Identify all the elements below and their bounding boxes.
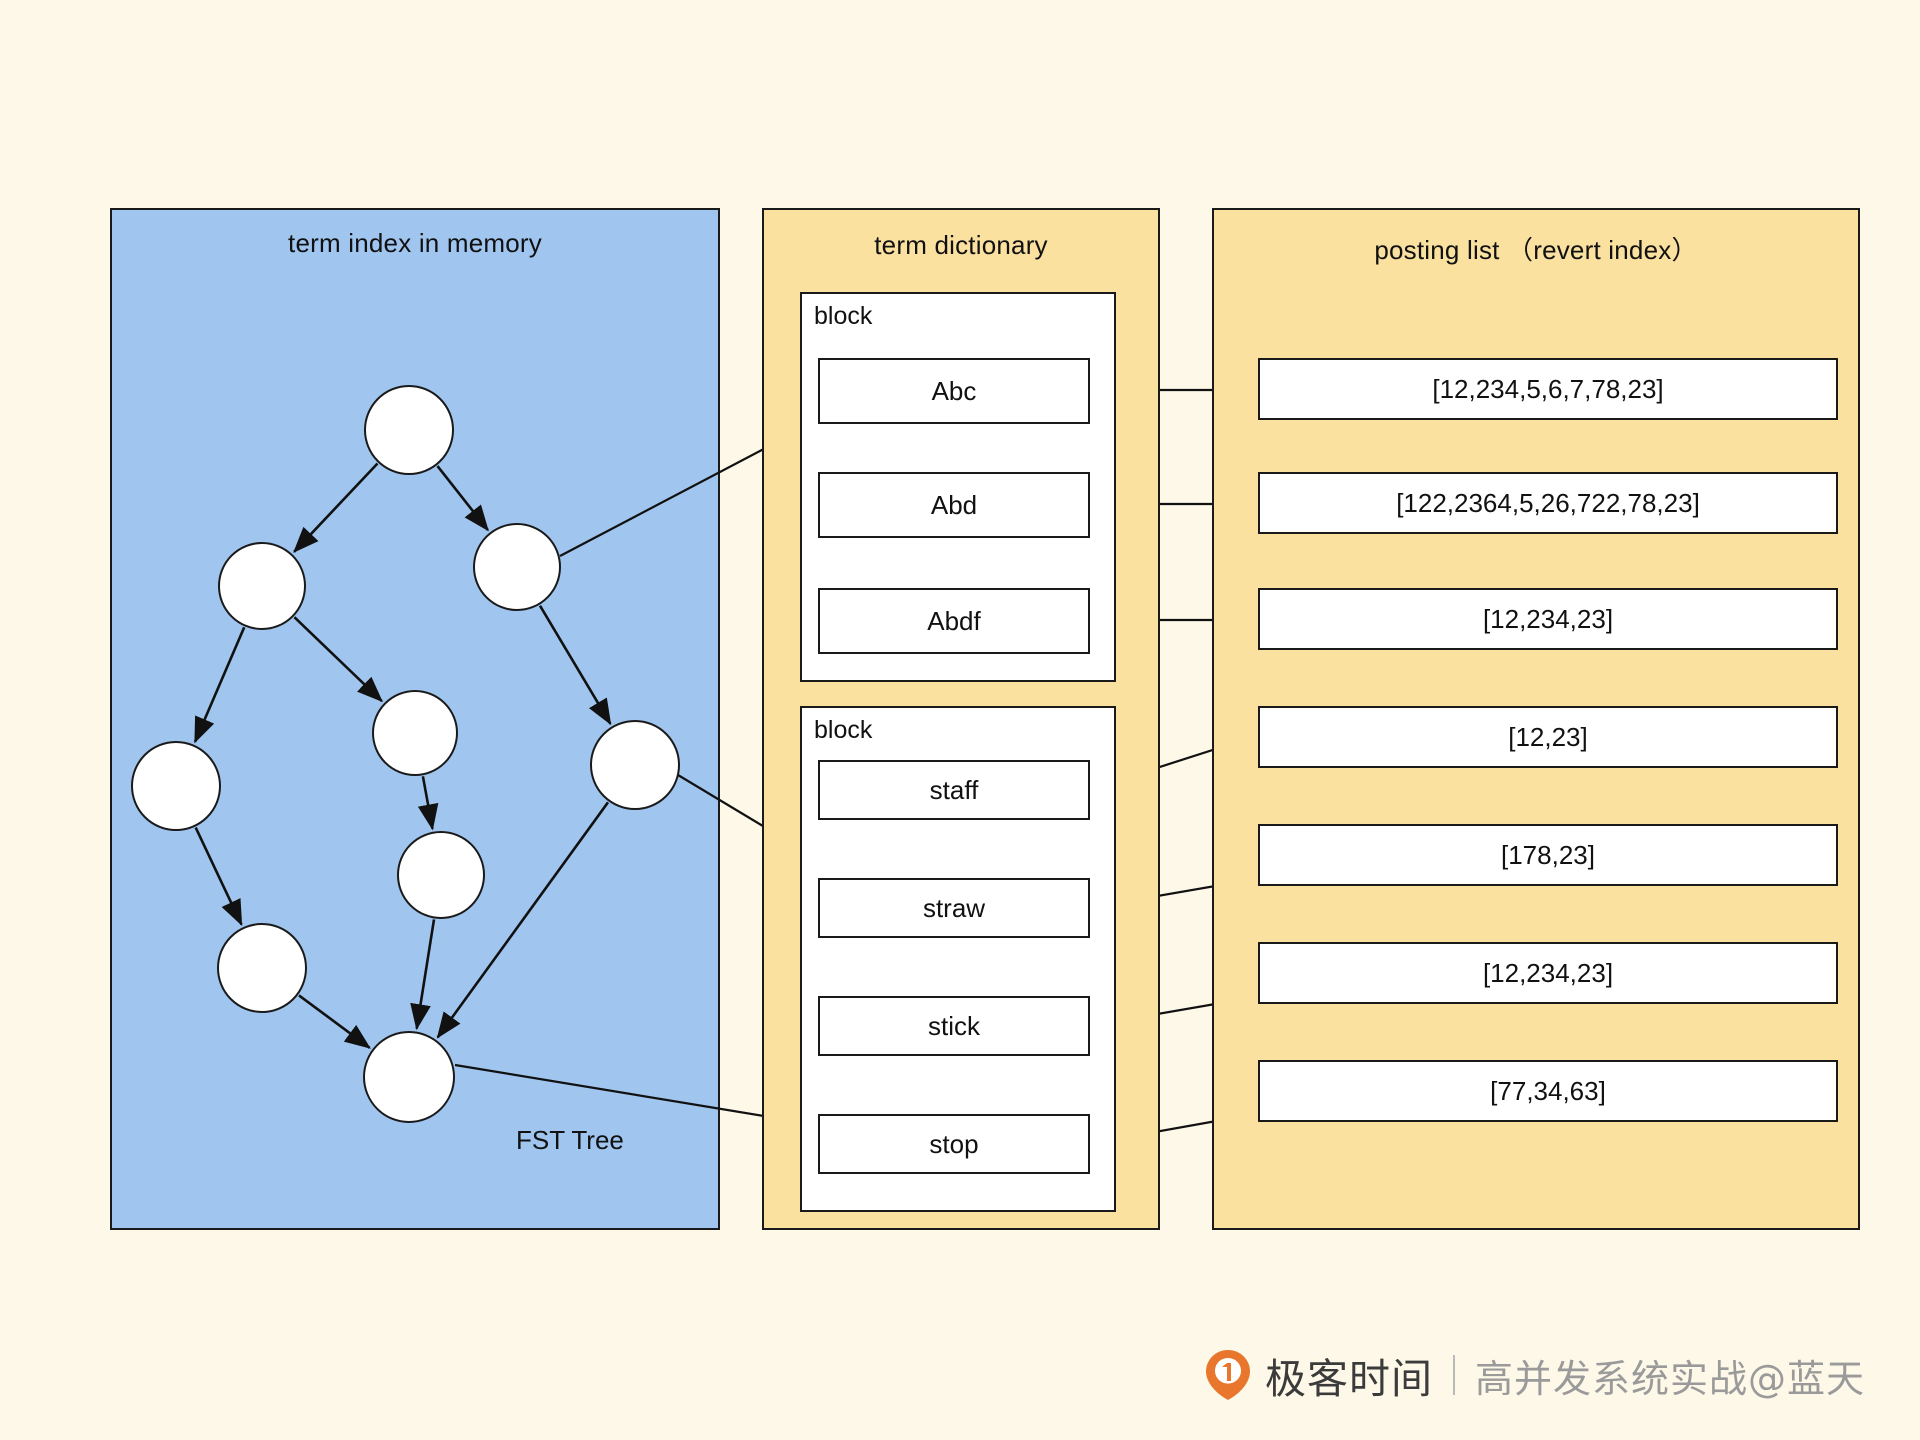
fst-node [397, 831, 485, 919]
watermark: 极客时间 高并发系统实战@蓝天 [1205, 1345, 1865, 1405]
panel-posting-list-title: posting list （revert index） [1374, 235, 1698, 265]
watermark-brand: 极客时间 [1265, 1355, 1433, 1403]
term-entry-abdf[interactable]: Abdf [818, 588, 1090, 654]
fst-node [218, 542, 306, 630]
posting-list-row[interactable]: [178,23] [1258, 824, 1838, 886]
panel-term-index-title: term index in memory [288, 228, 542, 258]
posting-list-row[interactable]: [12,234,5,6,7,78,23] [1258, 358, 1838, 420]
fst-node [363, 1031, 455, 1123]
posting-list-row[interactable]: [122,2364,5,26,722,78,23] [1258, 472, 1838, 534]
term-entry-stick[interactable]: stick [818, 996, 1090, 1056]
watermark-subtitle: 高并发系统实战@蓝天 [1475, 1356, 1866, 1401]
term-entry-straw[interactable]: straw [818, 878, 1090, 938]
fst-node [364, 385, 454, 475]
fst-node [473, 523, 561, 611]
posting-list-row[interactable]: [12,234,23] [1258, 942, 1838, 1004]
term-entry-stop[interactable]: stop [818, 1114, 1090, 1174]
block-label: block [814, 716, 873, 744]
block-label: block [814, 302, 873, 330]
term-entry-abc[interactable]: Abc [818, 358, 1090, 424]
posting-list-row[interactable]: [12,23] [1258, 706, 1838, 768]
watermark-divider [1453, 1355, 1455, 1395]
geekbang-logo-icon [1205, 1349, 1251, 1401]
fst-node [590, 720, 680, 810]
fst-tree-label: FST Tree [516, 1125, 624, 1155]
term-entry-staff[interactable]: staff [818, 760, 1090, 820]
fst-node [217, 923, 307, 1013]
fst-node [131, 741, 221, 831]
posting-list-row[interactable]: [12,234,23] [1258, 588, 1838, 650]
fst-node [372, 690, 458, 776]
term-entry-abd[interactable]: Abd [818, 472, 1090, 538]
panel-term-dictionary-title: term dictionary [874, 230, 1048, 260]
posting-list-row[interactable]: [77,34,63] [1258, 1060, 1838, 1122]
